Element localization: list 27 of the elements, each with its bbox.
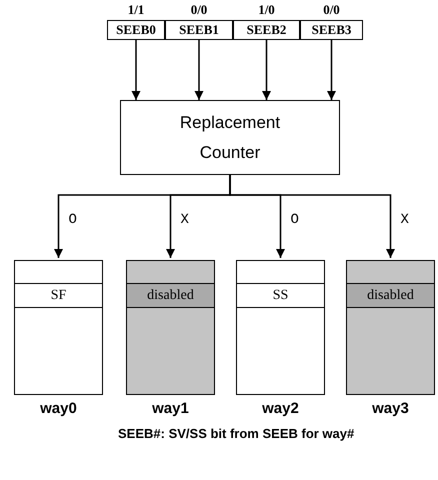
bit-value: 1/0: [257, 2, 276, 18]
counter-box: Replacement Counter: [120, 100, 340, 175]
register-cell: SEEB3: [300, 20, 363, 40]
arrow: [229, 175, 395, 258]
bit-value: 0/0: [190, 2, 208, 18]
way-status-row: disabled: [347, 283, 434, 308]
cache-way-block: [236, 260, 325, 395]
bit-value: 1/1: [126, 2, 146, 18]
arrow: [132, 40, 140, 100]
way-status-row: SF: [15, 283, 102, 308]
way-label: way3: [371, 400, 410, 417]
cache-way-block: [14, 260, 103, 395]
way-status-row: SS: [237, 283, 324, 308]
register-cell: SEEB0: [107, 20, 165, 40]
arrow: [327, 40, 336, 100]
cache-way-block: [346, 260, 435, 395]
way-label: way0: [39, 400, 78, 417]
cache-way-block: [126, 260, 215, 395]
bit-value: 0/0: [322, 2, 341, 18]
note-text: SEEB#: SV/SS bit from SEEB for way#: [118, 426, 354, 441]
way-label: way1: [151, 400, 190, 417]
arrow: [194, 40, 204, 100]
register-cell: SEEB1: [165, 20, 233, 40]
way-label: way2: [261, 400, 300, 417]
arrow: [262, 40, 271, 100]
way-status-row: disabled: [127, 283, 214, 308]
register-cell: SEEB2: [233, 20, 300, 40]
